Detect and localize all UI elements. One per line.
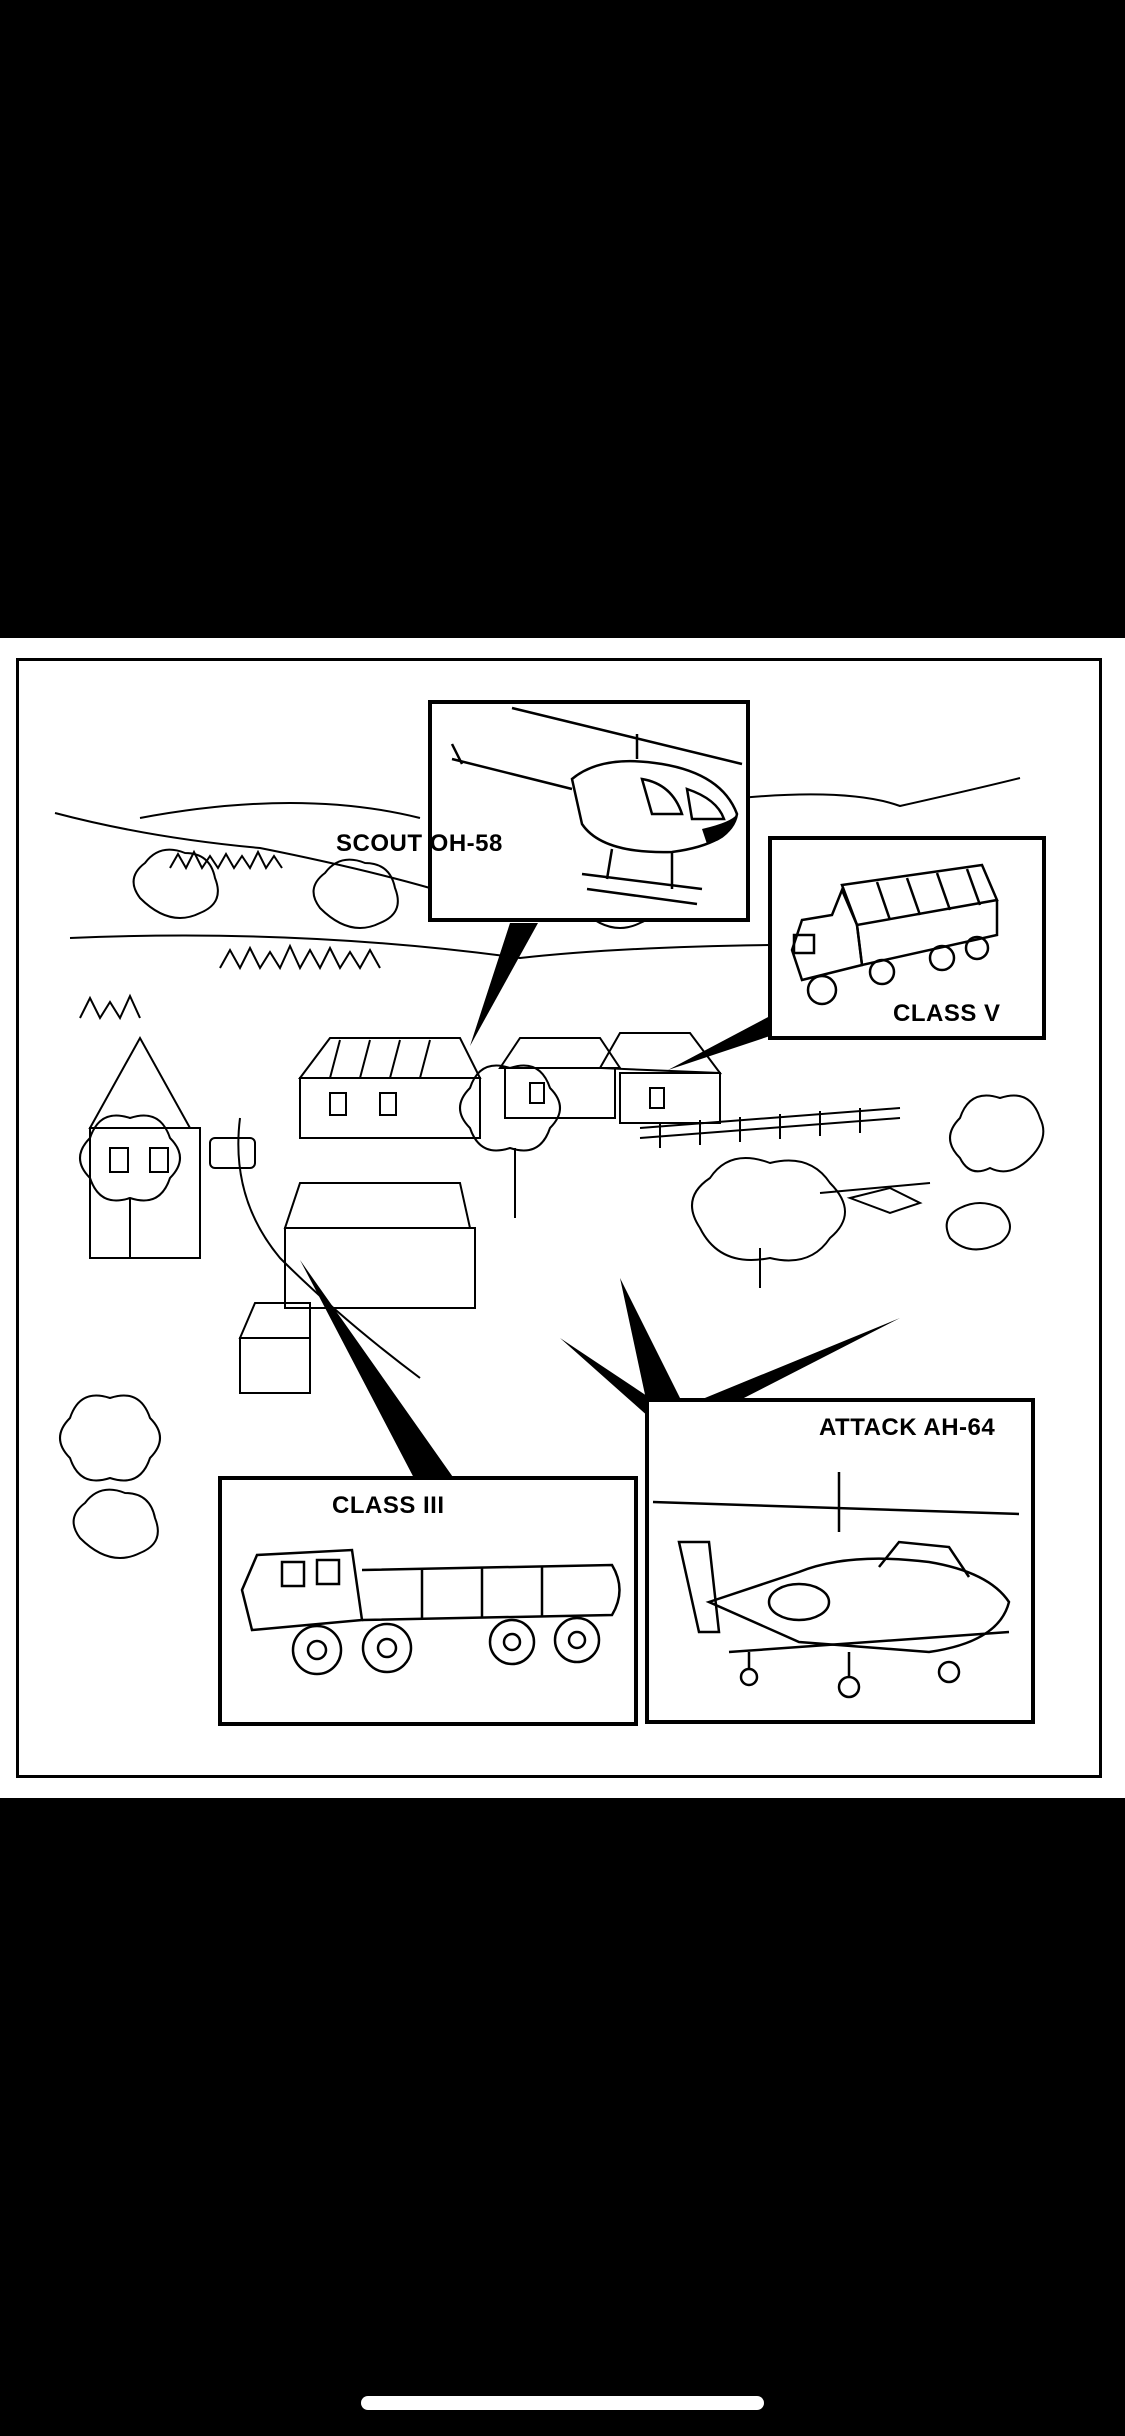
scout-helicopter-icon [450, 706, 743, 906]
tree-icon [459, 1064, 561, 1218]
attack-helicopter-icon [652, 1472, 1020, 1699]
hill-line [54, 812, 431, 889]
hill-line [139, 802, 421, 819]
tree-line [219, 943, 381, 971]
car [209, 1137, 256, 1169]
farm-house-icon [298, 1037, 482, 1139]
tree-line [169, 849, 283, 871]
cargo-truck-icon [790, 863, 999, 1006]
class-iii-inset: CLASS III [218, 1476, 638, 1726]
farm-house-icon [238, 1182, 476, 1394]
tree-icon [945, 1094, 1045, 1251]
tree-line [79, 993, 141, 1021]
tree-icon [79, 1114, 181, 1258]
tree-icon [59, 1394, 161, 1559]
attack-label: ATTACK AH-64 [819, 1414, 996, 1441]
hill-line [739, 777, 1021, 808]
fence-posts [659, 1108, 861, 1148]
fence [639, 1117, 901, 1139]
scout-label: SCOUT OH-58 [336, 830, 503, 857]
tree-icon [691, 1157, 846, 1288]
farm-house-icon [498, 1032, 723, 1124]
farm-house-icon [88, 1035, 201, 1259]
fence [639, 1107, 901, 1129]
home-indicator[interactable] [361, 2396, 764, 2410]
class-v-inset [768, 836, 1046, 1040]
attack-helicopter-icon [819, 1182, 931, 1215]
fuel-tanker-icon [240, 1548, 621, 1676]
callout-pointers [300, 923, 900, 1480]
attack-inset: ATTACK AH-64 [645, 1398, 1035, 1724]
scout-inset [428, 700, 750, 922]
class-v-label: CLASS V [893, 1000, 1001, 1027]
class-iii-label: CLASS III [332, 1492, 445, 1519]
